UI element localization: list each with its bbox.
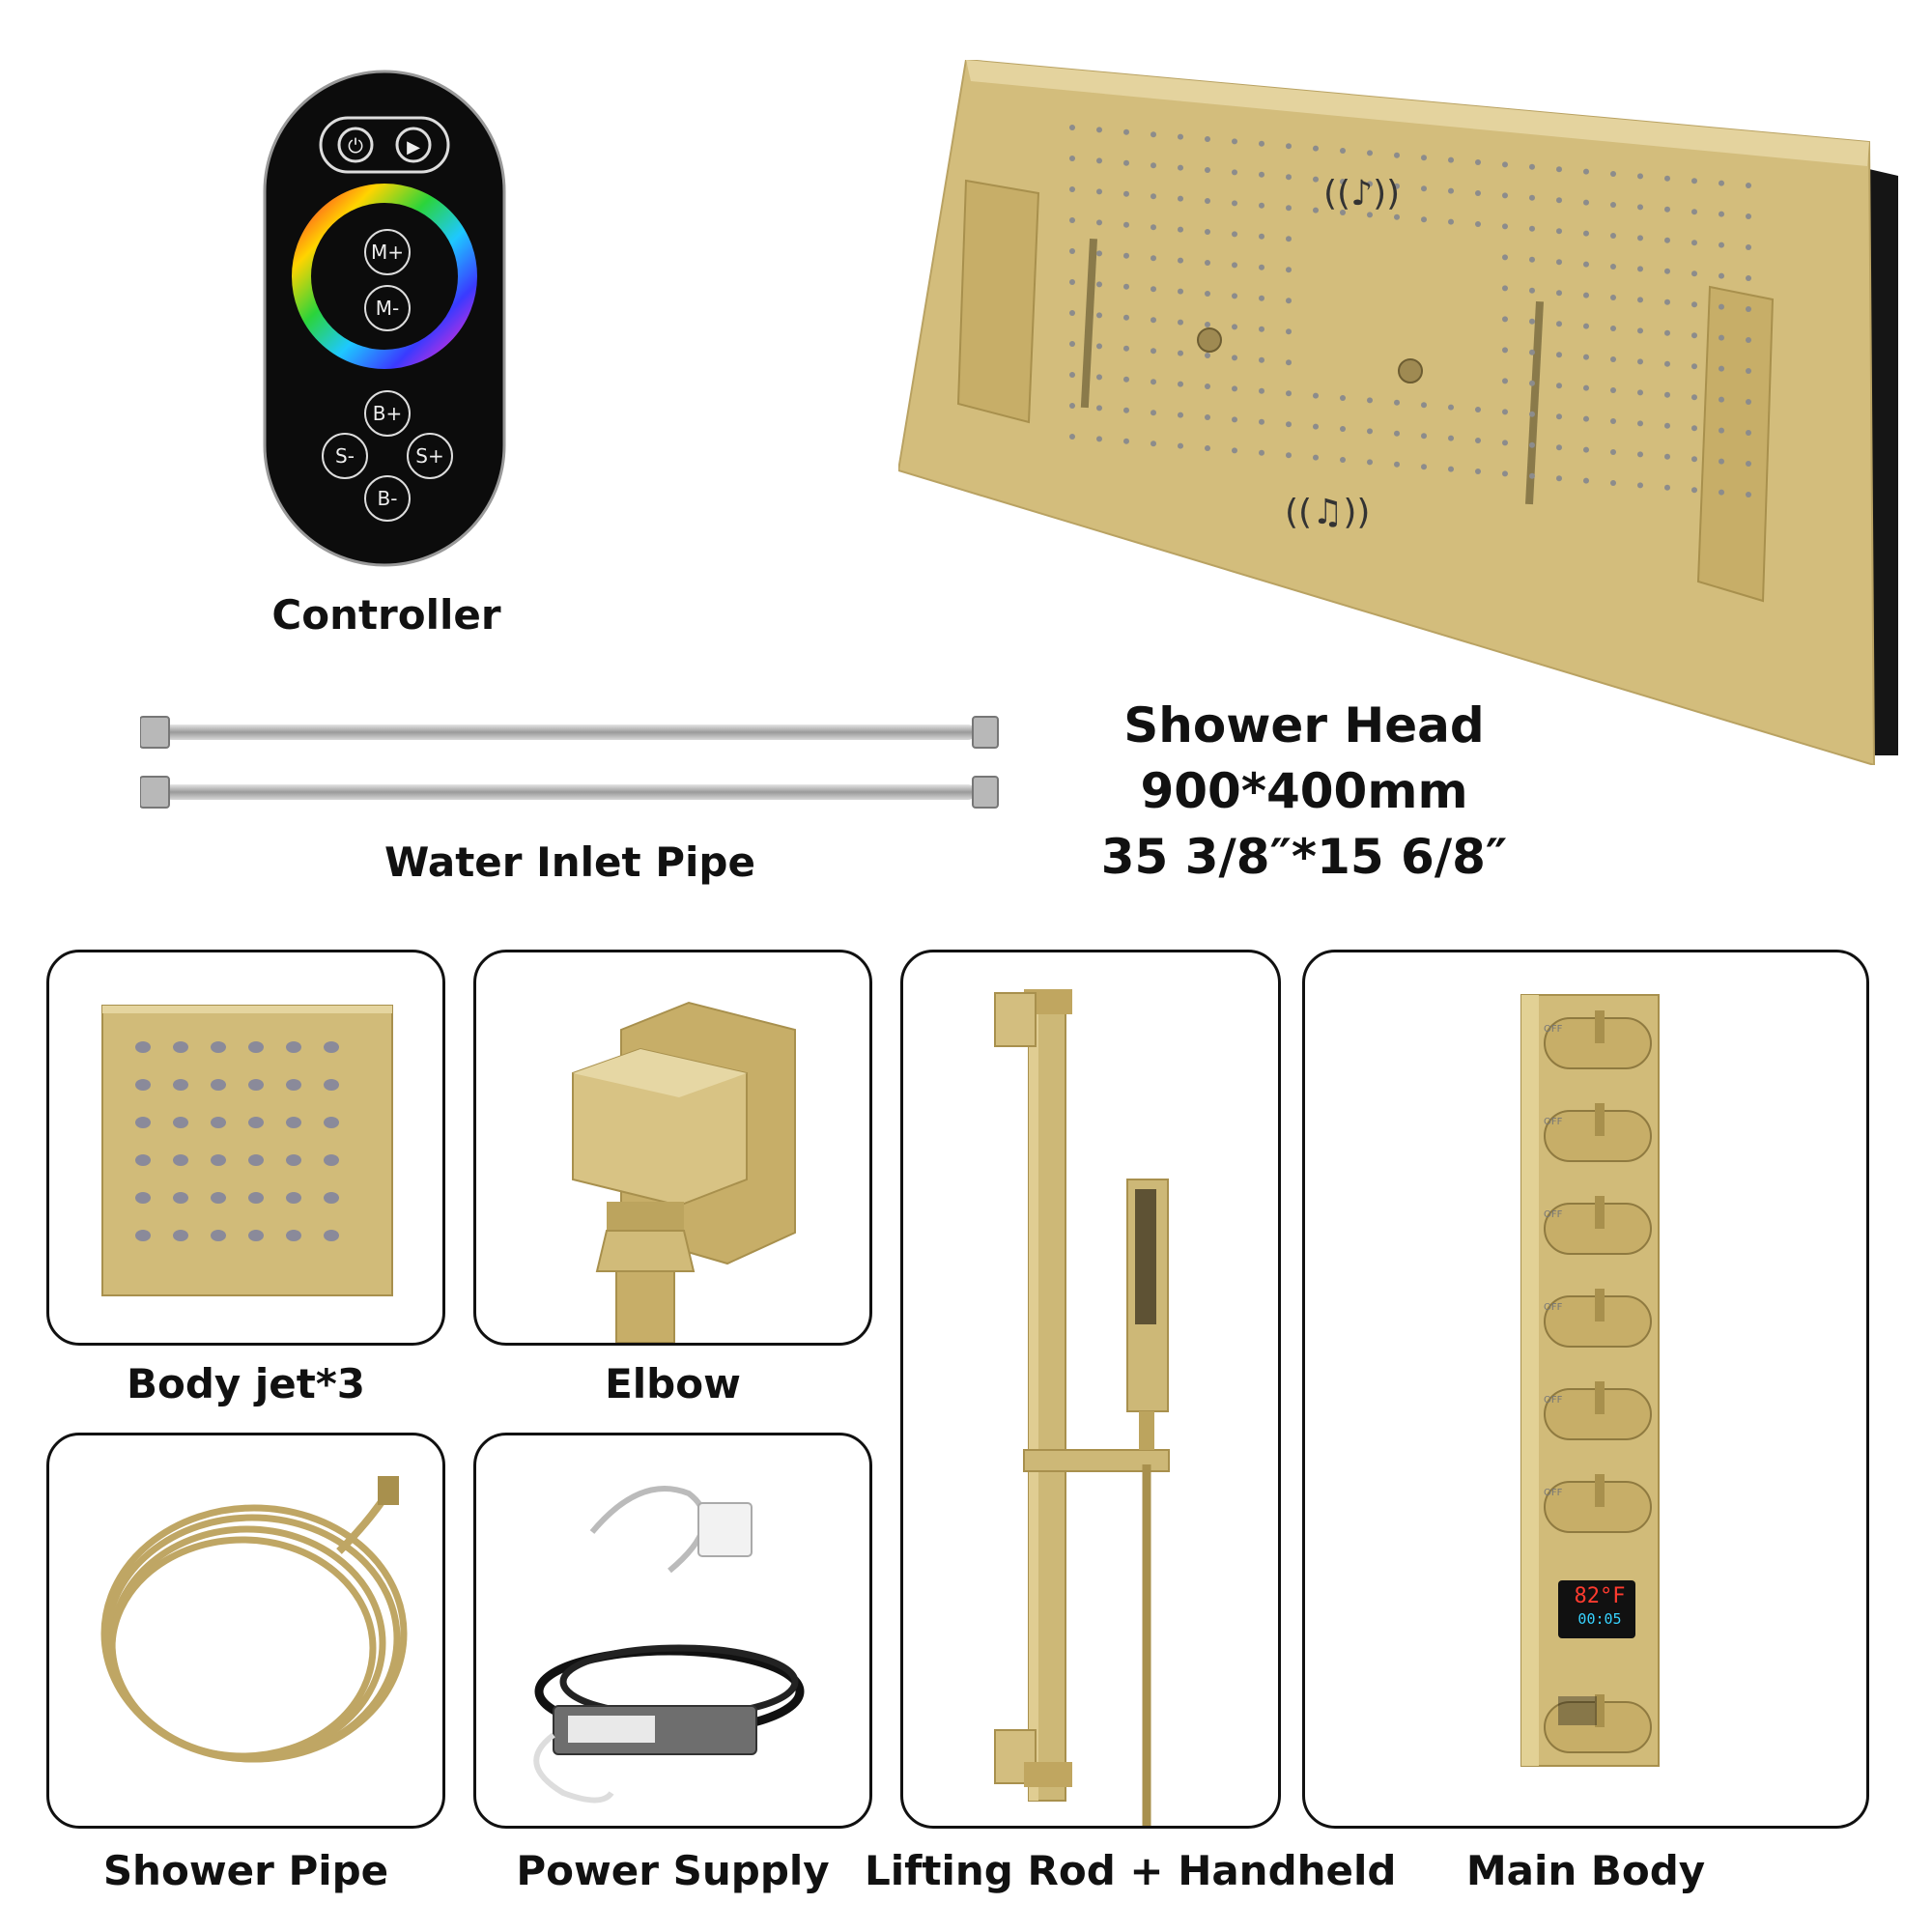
remote-button-b-plus[interactable]: B+ xyxy=(364,390,411,437)
remote-button-m-plus[interactable]: M+ xyxy=(364,229,411,275)
lifting-rod-panel xyxy=(900,950,1281,1829)
water-inlet-pipe-image xyxy=(140,705,1000,821)
body-jet-label: Body jet*3 xyxy=(126,1360,366,1407)
display-time: 00:05 xyxy=(1577,1610,1622,1628)
knob-off-mark-5: OFF xyxy=(1544,1395,1563,1406)
shower-pipe-panel xyxy=(46,1433,445,1829)
power-supply-label: Power Supply xyxy=(516,1847,830,1894)
display-temperature: 82°F xyxy=(1574,1584,1626,1608)
remote-button-b-minus[interactable]: B- xyxy=(364,475,411,522)
svg-text:((♪)): ((♪)) xyxy=(1323,174,1400,213)
body-jet-panel xyxy=(46,950,445,1346)
knob-off-mark-6: OFF xyxy=(1544,1488,1563,1498)
water-inlet-pipe-label: Water Inlet Pipe xyxy=(384,838,755,886)
svg-text:((♫)): ((♫)) xyxy=(1285,493,1370,532)
remote-button-s-minus[interactable]: S- xyxy=(322,433,368,479)
shower-pipe-label: Shower Pipe xyxy=(102,1847,389,1894)
shower-head-size-mm: 900*400mm xyxy=(1140,763,1468,819)
svg-text:▶: ▶ xyxy=(407,137,420,157)
svg-text:⏻: ⏻ xyxy=(348,134,363,157)
lifting-rod-label: Lifting Rod + Handheld xyxy=(865,1847,1397,1894)
controller-label: Controller xyxy=(271,591,501,639)
main-body-label: Main Body xyxy=(1465,1847,1706,1894)
elbow-panel xyxy=(473,950,872,1346)
shower-head-image: ((♪)) ((♫)) xyxy=(898,60,1898,765)
shower-head-label: Shower Head xyxy=(1123,697,1485,753)
knob-off-mark-3: OFF xyxy=(1544,1209,1563,1220)
knob-off-mark-4: OFF xyxy=(1544,1302,1563,1313)
power-supply-panel xyxy=(473,1433,872,1829)
main-body-panel xyxy=(1302,950,1869,1829)
knob-off-mark-1: OFF xyxy=(1544,1024,1563,1035)
elbow-label: Elbow xyxy=(605,1360,741,1407)
knob-off-mark-2: OFF xyxy=(1544,1117,1563,1127)
shower-head-size-in: 35 3/8″*15 6/8″ xyxy=(1100,829,1508,885)
remote-button-s-plus[interactable]: S+ xyxy=(407,433,453,479)
remote-button-m-minus[interactable]: M- xyxy=(364,285,411,331)
